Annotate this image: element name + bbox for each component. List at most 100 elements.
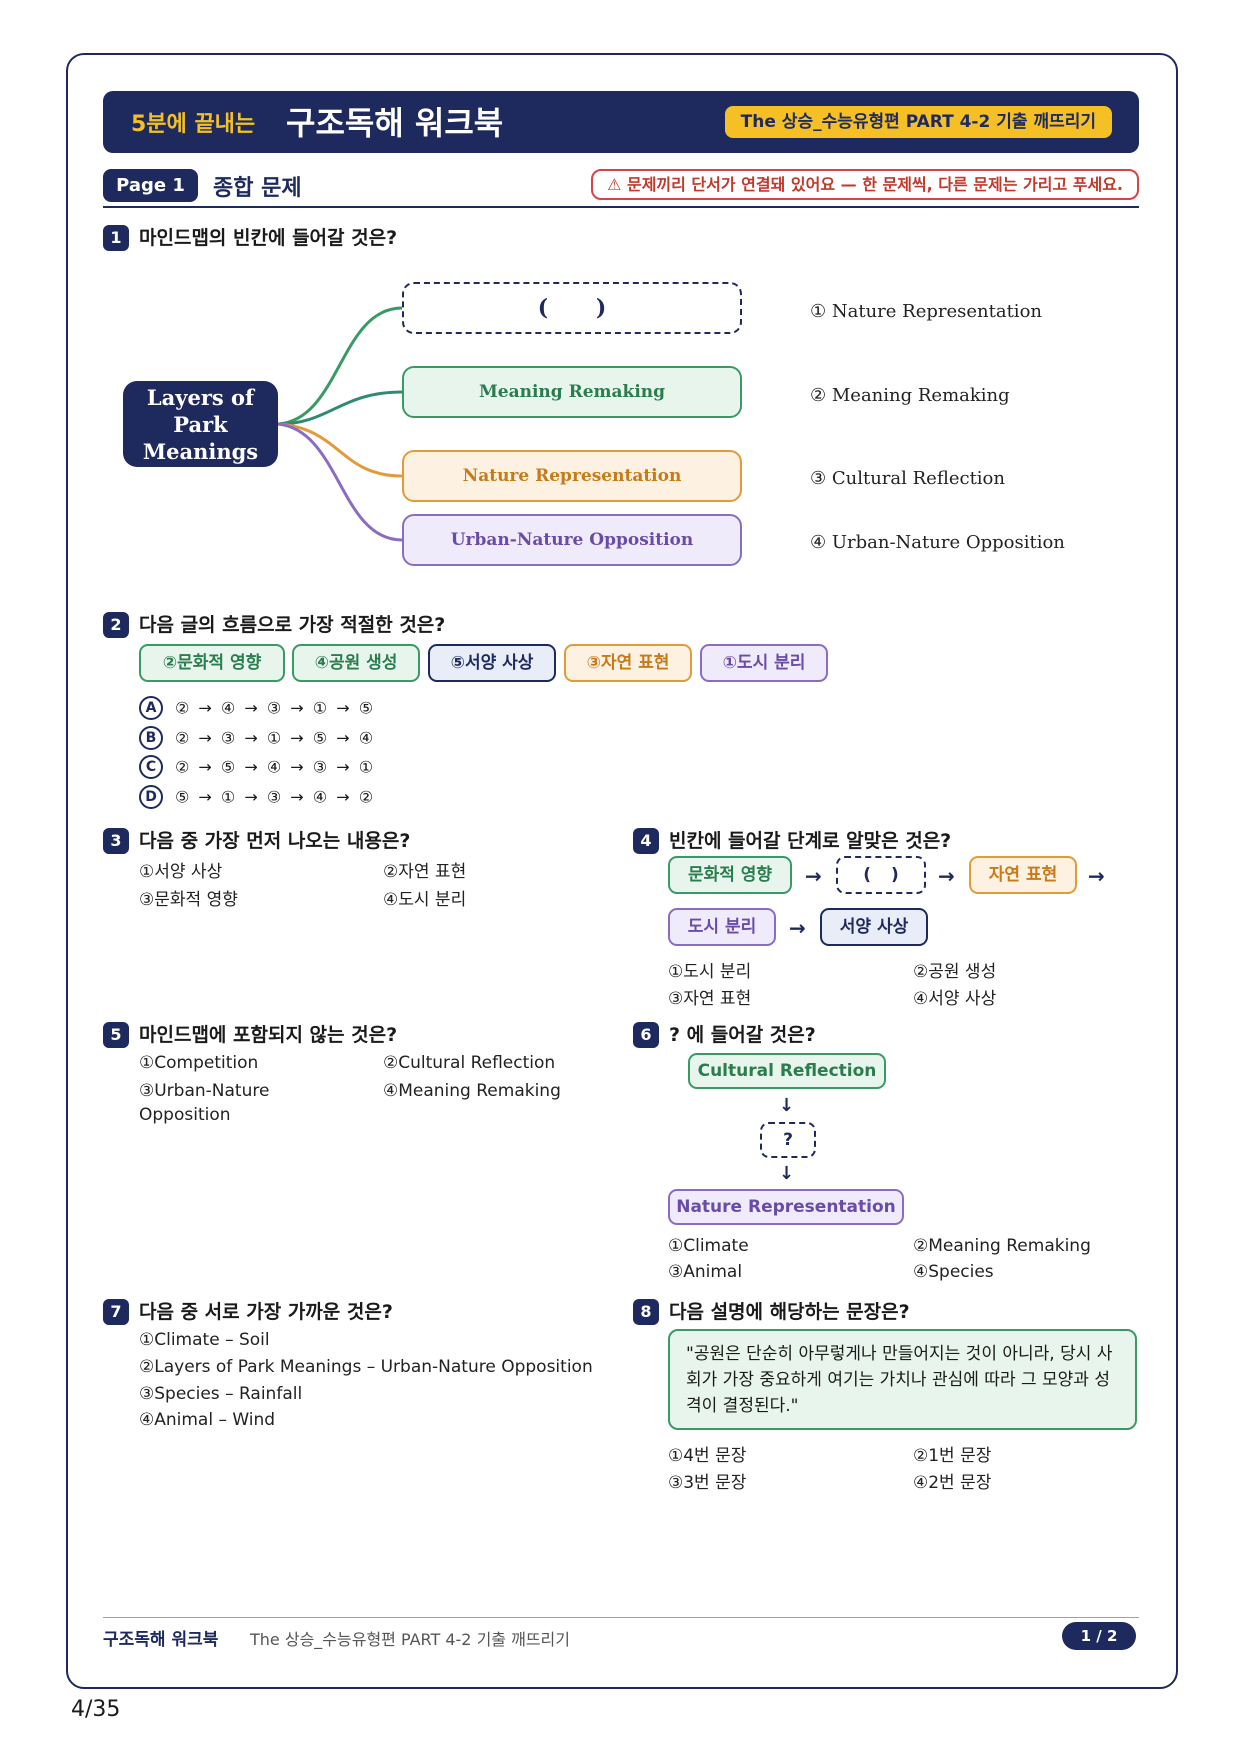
question-number: 7	[103, 1299, 129, 1325]
question-number: 4	[633, 828, 659, 854]
question-text: ? 에 들어갈 것은?	[669, 1024, 816, 1046]
flow-tag: ①도시 분리	[700, 644, 828, 682]
sequence-text: ② → ④ → ③ → ① → ⑤	[175, 698, 376, 718]
flow-arrow: →	[805, 864, 822, 888]
document-page-number: 4/35	[71, 1697, 121, 1722]
flow-step: Nature Representation	[668, 1189, 904, 1225]
answer-option[interactable]: ①4번 문장	[668, 1446, 747, 1466]
answer-option[interactable]: ④서양 사상	[913, 989, 997, 1009]
answer-option[interactable]: ③Species – Rainfall	[139, 1384, 303, 1404]
sequence-text: ② → ⑤ → ④ → ③ → ①	[175, 757, 376, 777]
question-text: 다음 중 가장 먼저 나오는 내용은?	[139, 830, 411, 852]
question-text: 다음 중 서로 가장 가까운 것은?	[139, 1301, 393, 1323]
answer-option[interactable]: ③Animal	[668, 1262, 743, 1282]
answer-option[interactable]: ①서양 사상	[139, 862, 223, 882]
flow-blank: ( )	[836, 856, 926, 894]
question-number: 3	[103, 828, 129, 854]
question-text: 빈칸에 들어갈 단계로 알맞은 것은?	[669, 830, 952, 852]
page-frame	[66, 53, 1178, 1689]
answer-option[interactable]: ①도시 분리	[668, 962, 752, 982]
flow-step: 도시 분리	[668, 908, 776, 946]
answer-option[interactable]: ②Layers of Park Meanings – Urban-Nature …	[139, 1357, 593, 1377]
header-banner: 5분에 끝내는 구조독해 워크북 The 상승_수능유형편 PART 4-2 기…	[103, 91, 1139, 153]
answer-option[interactable]: ②1번 문장	[913, 1446, 992, 1466]
mindmap-node-meaning: Meaning Remaking	[402, 366, 742, 418]
mindmap-blank-node: ( )	[402, 282, 742, 334]
sequence-option[interactable]: A ② → ④ → ③ → ① → ⑤	[139, 696, 375, 722]
connector-blank	[277, 306, 403, 426]
connector-urban	[277, 422, 403, 542]
flow-blank: ?	[760, 1122, 816, 1158]
mindmap-node-urban: Urban-Nature Opposition	[402, 514, 742, 566]
flow-tag: ③자연 표현	[564, 644, 692, 682]
header-tag: The 상승_수능유형편 PART 4-2 기출 깨뜨리기	[724, 106, 1112, 138]
sequence-text: ⑤ → ① → ③ → ④ → ②	[175, 787, 376, 807]
option-letter: B	[139, 726, 163, 750]
footer-divider	[103, 1617, 1139, 1618]
flow-tag: ②문화적 영향	[139, 644, 285, 682]
header-subtitle: 5분에 끝내는	[131, 112, 256, 137]
question-text: 다음 설명에 해당하는 문장은?	[669, 1301, 910, 1323]
answer-option[interactable]: ①Competition	[139, 1053, 259, 1073]
footer-subtitle: The 상승_수능유형편 PART 4-2 기출 깨뜨리기	[250, 1630, 570, 1649]
warning-banner: ⚠ 문제끼리 단서가 연결돼 있어요 — 한 문제씩, 다른 문제는 가리고 푸…	[591, 169, 1139, 200]
sequence-option[interactable]: B ② → ③ → ① → ⑤ → ④	[139, 726, 375, 752]
page-badge: Page 1	[103, 169, 198, 202]
connector-nature	[277, 422, 403, 478]
answer-option[interactable]: ④2번 문장	[913, 1473, 992, 1493]
answer-option[interactable]: ①Climate – Soil	[139, 1330, 270, 1350]
question-number: 1	[103, 225, 129, 251]
flow-step: 문화적 영향	[668, 856, 792, 894]
question-text: 다음 글의 흐름으로 가장 적절한 것은?	[139, 614, 446, 636]
answer-option[interactable]: ① Nature Representation	[810, 301, 1042, 322]
answer-option[interactable]: ④Animal – Wind	[139, 1410, 276, 1430]
answer-option[interactable]: ①Climate	[668, 1236, 749, 1256]
answer-option[interactable]: ②Meaning Remaking	[913, 1236, 1091, 1256]
question-text: 마인드맵에 포함되지 않는 것은?	[139, 1024, 398, 1046]
option-letter: A	[139, 696, 163, 720]
header-title: 구조독해 워크북	[286, 104, 504, 142]
flow-tag: ④공원 생성	[292, 644, 420, 682]
answer-option[interactable]: ② Meaning Remaking	[810, 385, 1010, 406]
mindmap-node-nature: Nature Representation	[402, 450, 742, 502]
mindmap-root: Layers of Park Meanings	[123, 381, 278, 467]
answer-option[interactable]: ②Cultural Reflection	[383, 1053, 556, 1073]
answer-option[interactable]: ③Urban-Nature Opposition	[139, 1081, 270, 1125]
sequence-text: ② → ③ → ① → ⑤ → ④	[175, 728, 376, 748]
flow-arrow-down: ↓	[779, 1095, 795, 1116]
header-divider	[103, 206, 1139, 208]
question-number: 5	[103, 1022, 129, 1048]
flow-arrow: →	[1088, 864, 1105, 888]
mindmap-connectors	[277, 306, 403, 542]
question-number: 8	[633, 1299, 659, 1325]
flow-step: Cultural Reflection	[688, 1053, 886, 1089]
connector-meaning	[277, 390, 403, 426]
quote-box: "공원은 단순히 아무렇게나 만들어지는 것이 아니라, 당시 사회가 가장 중…	[668, 1329, 1137, 1430]
flow-tag: ⑤서양 사상	[428, 644, 556, 682]
flow-arrow-down: ↓	[779, 1163, 795, 1184]
answer-option[interactable]: ④도시 분리	[383, 890, 467, 910]
footer-title: 구조독해 워크북	[103, 1630, 219, 1650]
question-number: 6	[633, 1022, 659, 1048]
sequence-option[interactable]: C ② → ⑤ → ④ → ③ → ①	[139, 755, 375, 781]
answer-option[interactable]: ③자연 표현	[668, 989, 752, 1009]
answer-option[interactable]: ④Meaning Remaking	[383, 1081, 561, 1101]
answer-option[interactable]: ②자연 표현	[383, 862, 467, 882]
option-letter: C	[139, 755, 163, 779]
answer-option[interactable]: ④ Urban-Nature Opposition	[810, 532, 1065, 553]
answer-option[interactable]: ④Species	[913, 1262, 994, 1282]
page-label: 종합 문제	[213, 176, 302, 201]
answer-option[interactable]: ③문화적 영향	[139, 890, 238, 910]
option-letter: D	[139, 785, 163, 809]
answer-option[interactable]: ②공원 생성	[913, 962, 997, 982]
flow-step: 자연 표현	[969, 856, 1077, 894]
flow-arrow: →	[938, 864, 955, 888]
flow-step: 서양 사상	[820, 908, 928, 946]
answer-option[interactable]: ③3번 문장	[668, 1473, 747, 1493]
question-number: 2	[103, 612, 129, 638]
answer-option[interactable]: ③ Cultural Reflection	[810, 468, 1005, 489]
question-text: 마인드맵의 빈칸에 들어갈 것은?	[139, 227, 398, 249]
footer-page-badge: 1 / 2	[1062, 1622, 1136, 1650]
flow-arrow: →	[789, 916, 806, 940]
sequence-option[interactable]: D ⑤ → ① → ③ → ④ → ②	[139, 785, 375, 811]
